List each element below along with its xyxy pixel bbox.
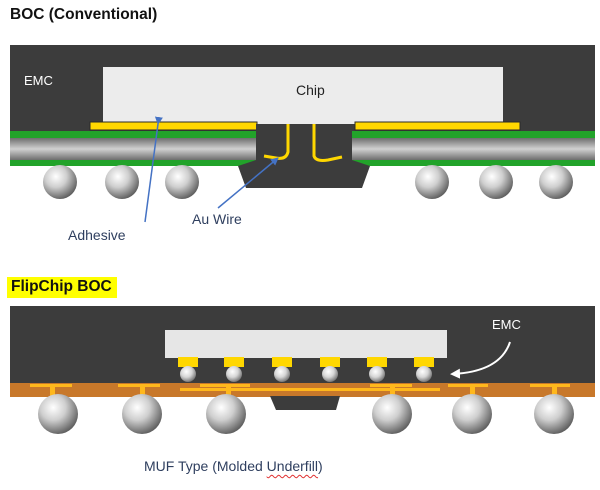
bump-pad: [272, 357, 292, 367]
section-title-boc-conventional: BOC (Conventional): [10, 6, 158, 23]
micro-bump: [369, 366, 385, 382]
emc-label: EMC: [24, 73, 53, 88]
solder-ball: [415, 165, 449, 199]
au-wire-arrow: [217, 157, 279, 209]
adhesive-right: [354, 121, 521, 131]
substrate-traces: [30, 384, 570, 396]
solder-ball: [534, 394, 574, 434]
adhesive-arrow: [144, 116, 163, 223]
flip-chip: [165, 330, 447, 358]
au-wire-label: Au Wire: [192, 211, 242, 227]
solder-ball: [206, 394, 246, 434]
solder-ball: [452, 394, 492, 434]
muf-caption: MUF Type (Molded Underfill): [144, 458, 323, 474]
bump-pad: [320, 357, 340, 367]
substrate-right-core: [352, 138, 595, 160]
adhesive-left: [89, 121, 258, 131]
solder-ball: [539, 165, 573, 199]
bump-pad: [414, 357, 434, 367]
bump-pad: [224, 357, 244, 367]
slot-mold-2: [270, 396, 340, 410]
section-title-flipchip-boc: FlipChip BOC: [7, 277, 117, 298]
micro-bump: [180, 366, 196, 382]
adhesive-label: Adhesive: [68, 227, 126, 243]
boc-conventional-package: [10, 45, 595, 223]
solder-ball: [43, 165, 77, 199]
slot-mold: [238, 124, 370, 188]
bump-pad: [178, 357, 198, 367]
emc-label-flipchip: EMC: [492, 317, 521, 332]
substrate-left-top: [10, 131, 258, 138]
chip: [103, 67, 503, 124]
micro-bump: [274, 366, 290, 382]
substrate-right-top: [352, 131, 595, 138]
flipchip-boc-package: [10, 306, 595, 434]
au-wire-right: [312, 124, 343, 162]
caption-part: MUF Type (Molded: [144, 458, 267, 474]
emc-arrow: [450, 341, 511, 379]
solder-ball: [122, 394, 162, 434]
micro-bump: [322, 366, 338, 382]
micro-bump: [416, 366, 432, 382]
caption-part: ): [318, 458, 323, 474]
solder-ball: [38, 394, 78, 434]
caption-underlined-word: Underfill: [266, 458, 319, 474]
chip-label: Chip: [296, 82, 325, 98]
substrate-right-bottom: [352, 160, 595, 166]
solder-ball: [105, 165, 139, 199]
bump-pad: [367, 357, 387, 367]
substrate-left-bottom: [10, 160, 258, 166]
solder-ball: [479, 165, 513, 199]
micro-bump: [226, 366, 242, 382]
solder-ball: [165, 165, 199, 199]
substrate-left-core: [10, 138, 258, 160]
solder-ball: [372, 394, 412, 434]
